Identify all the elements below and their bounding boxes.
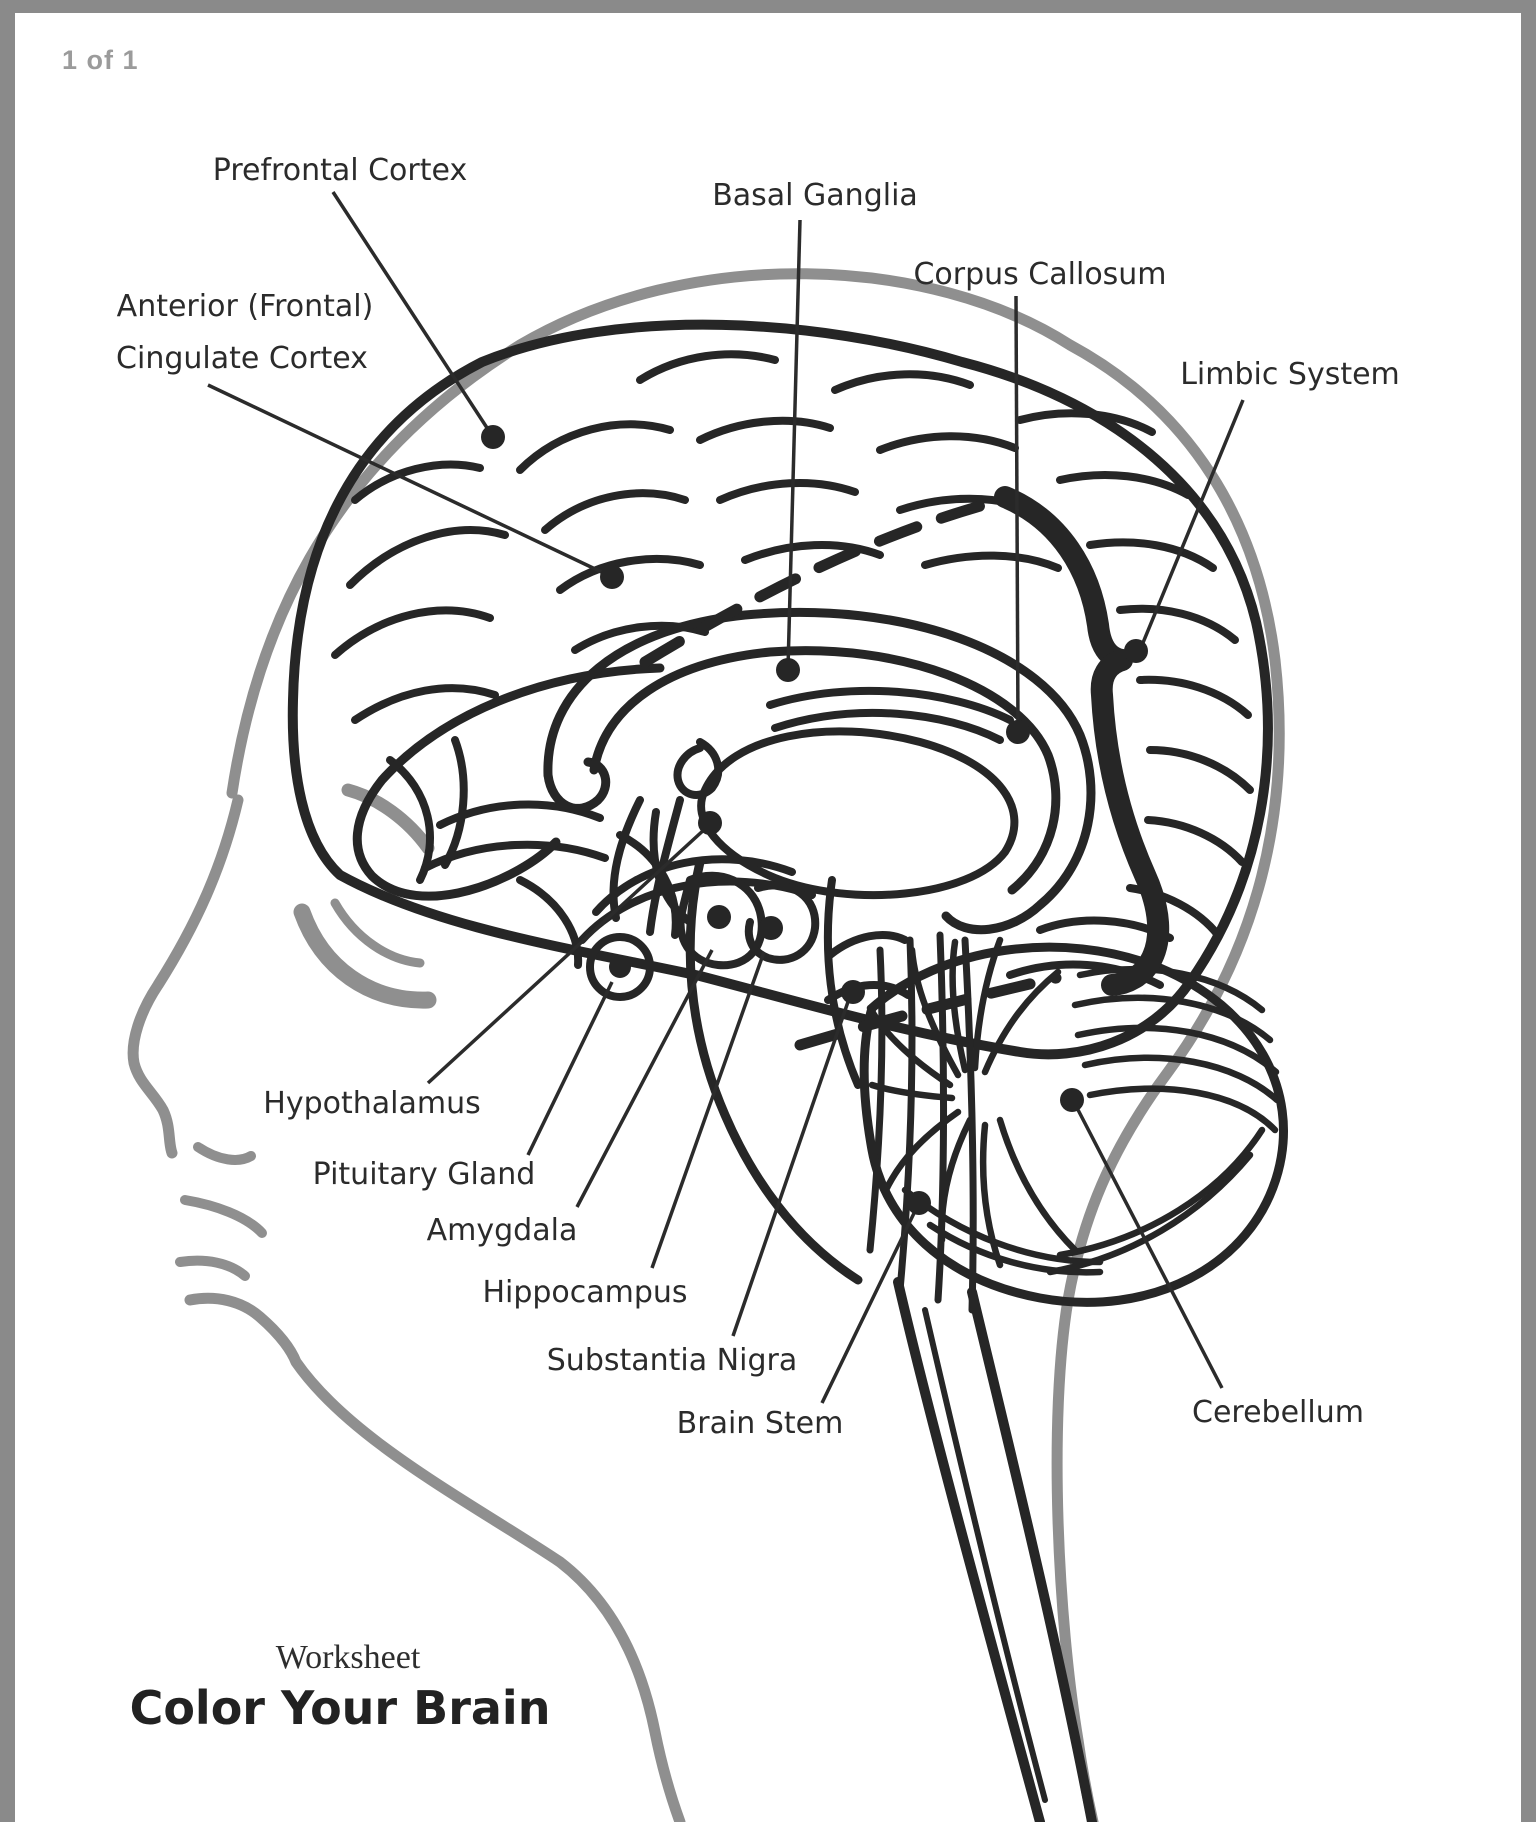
label-basal-ganglia: Basal Ganglia: [712, 178, 918, 213]
pituitary-stalk-left: [609, 796, 644, 922]
cerebellum-group: [859, 936, 1288, 1307]
chin-jaw: [184, 1292, 686, 1822]
leader-substantia-nigra: [731, 995, 852, 1337]
cerebellum-folia: [901, 965, 1281, 1276]
leader-basal-ganglia: [786, 219, 802, 669]
cerebrum-outline: [287, 319, 1273, 1060]
label-pituitary-gland: Pituitary Gland: [313, 1157, 536, 1192]
ventricle-curl: [673, 738, 723, 799]
dot-hypothalamus: [698, 811, 722, 835]
face-profile: [127, 794, 244, 1159]
spinal-cord-inner: [922, 1307, 1048, 1803]
dot-cerebellum: [1060, 1088, 1084, 1112]
corpus-callosum-group: [543, 608, 1096, 935]
midbrain-left-edge: [685, 857, 863, 1285]
brainstem-group: [685, 857, 977, 1314]
upper-lip: [180, 1195, 267, 1238]
upper-arc-1: [766, 686, 1014, 724]
dot-hippocampus: [759, 916, 783, 940]
leader-prefrontal: [331, 191, 495, 438]
ventricle-oval: [697, 727, 1019, 899]
cerebellum-fan: [866, 936, 1079, 1269]
label-amygdala: Amygdala: [427, 1213, 578, 1248]
dot-brain-stem: [907, 1191, 931, 1215]
leader-limbic-system: [1138, 399, 1245, 651]
brace-lower-arm: [1090, 649, 1170, 996]
label-hypothalamus: Hypothalamus: [263, 1086, 480, 1121]
dot-basal-ganglia: [776, 658, 800, 682]
page-indicator: 1 of 1: [62, 45, 139, 75]
dashed-line-lower: [794, 972, 1062, 1051]
brace-upper-arm: [994, 486, 1133, 671]
dot-pituitary: [609, 956, 631, 978]
amygdala-shape: [676, 871, 766, 970]
label-corpus-callosum: Corpus Callosum: [913, 257, 1166, 292]
spinal-cord-right: [967, 1287, 1097, 1822]
leader-pituitary: [526, 981, 614, 1156]
dashed-boundaries: [639, 494, 1062, 1051]
dot-amygdala: [707, 905, 731, 929]
cranium-outline: [226, 268, 1285, 1822]
corpus-callosum-outer: [543, 608, 1096, 935]
leader-amygdala: [575, 949, 714, 1208]
hippocampus-shape: [744, 881, 820, 964]
title-main: Color Your Brain: [130, 1681, 551, 1735]
midbrain-top-arc: [826, 931, 909, 959]
leader-hippocampus: [650, 951, 766, 1269]
label-prefrontal-cortex: Prefrontal Cortex: [213, 153, 467, 188]
leader-cerebellum: [1073, 1103, 1224, 1389]
cerebellum-outline: [859, 942, 1288, 1307]
dot-cingulate: [600, 565, 624, 589]
anchor-dots: [481, 425, 1148, 1215]
dot-corpus-callosum: [1006, 720, 1030, 744]
label-anterior-frontal: Anterior (Frontal): [117, 289, 374, 324]
leader-brain-stem: [820, 1206, 919, 1404]
label-limbic-system: Limbic System: [1180, 357, 1400, 392]
title-kicker: Worksheet: [276, 1639, 421, 1676]
nostril: [193, 1142, 256, 1165]
eyebrow: [341, 783, 435, 855]
limbic-brace: [994, 486, 1170, 996]
leader-hypothalamus: [426, 826, 708, 1085]
lower-lip: [175, 1255, 250, 1281]
label-cerebellum: Cerebellum: [1192, 1395, 1364, 1430]
leader-corpus-callosum: [1014, 295, 1020, 729]
corpus-callosum-genu: [543, 757, 611, 813]
midbrain-inner-edge: [823, 876, 862, 1089]
pituitary-ball: [586, 933, 654, 1001]
eyelid: [330, 898, 425, 968]
leader-lines: [207, 191, 1245, 1404]
label-brain-stem: Brain Stem: [677, 1406, 844, 1441]
spinal-cord: [893, 1277, 1097, 1822]
cerebrum: [287, 319, 1273, 1060]
title-block: Worksheet Color Your Brain: [130, 1639, 551, 1735]
dot-prefrontal: [481, 425, 505, 449]
dot-substantia-nigra: [841, 980, 865, 1004]
upper-arc-2: [771, 708, 1004, 744]
label-cingulate-cortex: Cingulate Cortex: [116, 341, 368, 376]
corpus-callosum-inner: [589, 646, 1061, 895]
label-substantia-nigra: Substantia Nigra: [547, 1343, 797, 1378]
dot-limbic-system: [1124, 639, 1148, 663]
eye: [293, 903, 437, 1009]
spinal-cord-left: [893, 1277, 1045, 1822]
dashed-line-upper: [639, 494, 1008, 668]
cingulate-sulcus: [352, 663, 665, 901]
label-hippocampus: Hippocampus: [482, 1275, 687, 1310]
leader-cingulate: [207, 383, 613, 579]
labels: Prefrontal Cortex Anterior (Frontal) Cin…: [116, 153, 1400, 1441]
